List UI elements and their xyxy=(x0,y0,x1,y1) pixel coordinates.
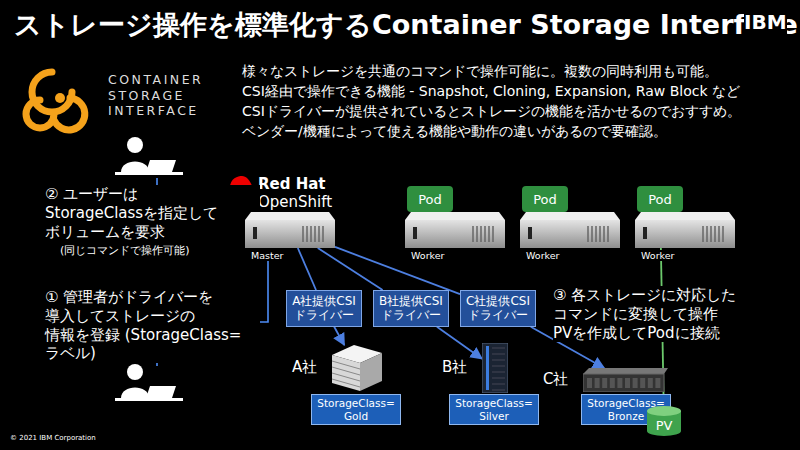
connector xyxy=(437,327,482,359)
user-icon xyxy=(115,137,183,175)
node-text: B社 xyxy=(442,358,467,377)
shape-graphic xyxy=(520,212,620,248)
shape-graphic xyxy=(635,212,735,248)
callout: ① 管理者がドライバーを 導入してストレージの 情報を登録 (StorageCl… xyxy=(45,288,260,363)
shape-graphic xyxy=(482,343,508,393)
driver-box: B社提供CSI ドライバー xyxy=(373,290,449,327)
node-text: StorageClass= Silver xyxy=(455,397,533,422)
node-text: Pod xyxy=(533,192,557,207)
pod-box: Pod xyxy=(407,186,453,212)
callout: ③ 各ストレージに対応した コマンドに変換して操作 PVを作成してPodに接続 xyxy=(553,286,763,342)
worker-server: Worker xyxy=(520,212,620,248)
connector xyxy=(298,248,316,290)
logo-text: OpenShift xyxy=(258,193,332,212)
shape-graphic xyxy=(332,345,382,391)
node-text: C社 xyxy=(543,370,568,389)
admin-icon xyxy=(115,364,183,401)
storage-device: C社 xyxy=(583,368,668,392)
worker-server: Worker xyxy=(635,212,735,248)
node-text: PV xyxy=(656,418,673,436)
driver-box: C社提供CSI ドライバー xyxy=(460,290,536,327)
node-text: B社提供CSI ドライバー xyxy=(379,294,443,323)
node-text: C社提供CSI ドライバー xyxy=(466,294,530,323)
note: (同じコマンドで操作可能) xyxy=(60,244,190,258)
driver-box: A社提供CSI ドライバー xyxy=(286,290,362,327)
note: ベンダー/機種によって使える機能や動作の違いがあるので要確認。 xyxy=(242,123,667,141)
node-text: Worker xyxy=(526,250,559,261)
storage-device: A社 xyxy=(332,345,382,391)
node-text: StorageClass= Gold xyxy=(317,397,395,422)
copyright: © 2021 IBM Corporation xyxy=(10,434,96,443)
shape-graphic xyxy=(405,212,505,248)
note: CSIドライバーが提供されているとストレージの機能を活かせるのでおすすめ。 xyxy=(242,103,741,121)
node-text: Pod xyxy=(418,192,442,207)
pod-box: Pod xyxy=(522,186,568,212)
pv-cylinder: PV xyxy=(646,406,682,436)
note: 様々なストレージを共通のコマンドで操作可能に。複数の同時利用も可能。 xyxy=(242,63,718,81)
pod-box: Pod xyxy=(637,186,683,212)
logo-text: CONTAINER STORAGE INTERFACE xyxy=(108,72,203,119)
shape-graphic xyxy=(245,212,335,248)
worker-server: Worker xyxy=(405,212,505,248)
shape-graphic xyxy=(583,368,668,392)
node-text: A社提供CSI ドライバー xyxy=(292,294,356,323)
storage-device: B社 xyxy=(482,343,508,393)
node-text: Worker xyxy=(641,250,674,261)
node-text: Worker xyxy=(411,250,444,261)
node-text: A社 xyxy=(292,358,317,377)
connector xyxy=(335,247,460,294)
storageclass-box: StorageClass= Gold xyxy=(311,394,401,425)
connector xyxy=(334,327,344,345)
csi-logo xyxy=(26,72,85,130)
logo-text: Red Hat xyxy=(258,175,326,194)
node-text: Pod xyxy=(648,192,672,207)
master-server: Master xyxy=(245,212,335,248)
note: CSI経由で操作できる機能 - Snapshot, Cloning, Expan… xyxy=(242,83,740,101)
connector xyxy=(318,248,383,290)
node-text: Master xyxy=(251,250,283,261)
storageclass-box: StorageClass= Silver xyxy=(449,394,539,425)
logo-text: IBM xyxy=(744,10,787,35)
slide-title: ストレージ操作を標準化するContainer Storage Interface xyxy=(14,8,798,42)
callout: ② ユーザーは StorageClassを指定して ボリュームを要求 xyxy=(45,185,260,241)
